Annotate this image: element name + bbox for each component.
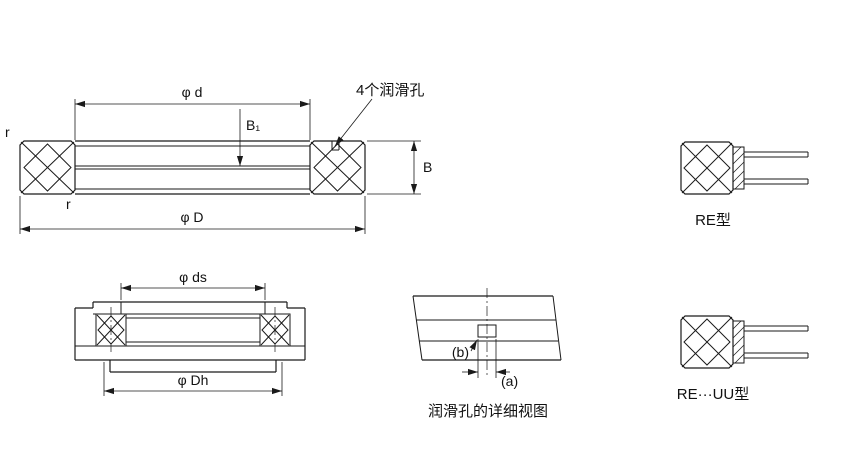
section-x-line (310, 141, 365, 194)
section-x-line (20, 141, 75, 194)
dim-b1: B₁ (236, 109, 260, 166)
dim-label-a: (a) (501, 373, 518, 389)
dim-phi-ds: φ ds (120, 269, 266, 300)
section-x-line (681, 142, 733, 194)
dim-label-phi-ds: φ ds (179, 269, 207, 285)
dim-label-b: B (423, 159, 432, 175)
section-x-line (681, 316, 733, 368)
dim-a: (a) (462, 339, 518, 389)
dim-b: (b) (452, 339, 478, 360)
dim-label-b1: B₁ (246, 117, 260, 133)
roller-diamond (683, 318, 731, 366)
break-line (412, 295, 423, 361)
dim-label-phi-D: φ D (180, 209, 203, 225)
bearing-block-outline (95, 313, 127, 347)
hatch-lines (732, 146, 745, 190)
lube-hole-rect (477, 324, 497, 338)
left-ring-block-outline (19, 140, 76, 195)
dim-label-phi-Dh: φ Dh (178, 372, 209, 388)
figure-re-uu-type: RE···UU型 (677, 315, 809, 403)
dim-phi-Dh: φ Dh (103, 362, 283, 396)
leader-line (469, 339, 478, 352)
figure-lube-hole-detail: (a) (b) 润滑孔的详细视图 (412, 288, 562, 420)
bearing-block-outline (259, 313, 291, 347)
hatch-lines (732, 320, 745, 364)
figure-main-cross-section (19, 140, 366, 195)
dim-label-b: (b) (452, 344, 469, 360)
dim-label-r-outer: r (5, 124, 10, 140)
dim-phi-d: φ d (74, 84, 311, 140)
figure-re-type: RE型 (680, 141, 809, 229)
right-ring-block-outline (309, 140, 366, 195)
inner-ring-strip (732, 146, 745, 190)
lube-holes-callout: 4个润滑孔 (334, 82, 424, 147)
dim-b: B (367, 140, 432, 195)
ring-block-outline (680, 315, 734, 369)
re-type-caption: RE型 (695, 212, 731, 229)
dim-label-phi-d: φ d (182, 84, 203, 100)
dim-phi-D: φ D (19, 196, 366, 234)
roller-diamond (23, 143, 72, 192)
re-uu-type-caption: RE···UU型 (677, 386, 750, 403)
lube-hole-detail-caption: 润滑孔的详细视图 (428, 403, 548, 420)
inner-ring-strip (732, 320, 745, 364)
figure-mounting-section (74, 301, 306, 373)
break-line (552, 295, 562, 361)
lube-holes-label: 4个润滑孔 (356, 82, 424, 99)
roller-diamond (313, 143, 362, 192)
ring-block-outline (680, 141, 734, 195)
roller-diamond (683, 144, 731, 192)
leader-line (334, 98, 373, 147)
dim-label-r-inner: r (66, 196, 71, 212)
